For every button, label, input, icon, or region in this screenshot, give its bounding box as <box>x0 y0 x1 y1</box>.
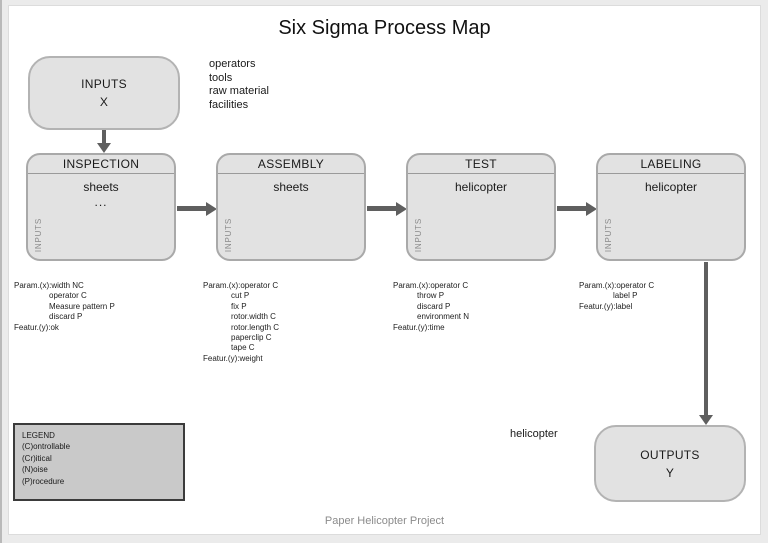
process-box-side-label: INPUTS <box>34 217 43 252</box>
process-box-side-label: INPUTS <box>604 217 613 252</box>
param-line: cut P <box>231 291 250 301</box>
input-resources-list: operators tools raw material facilities <box>209 58 269 112</box>
param-line: rotor.length C <box>231 322 280 332</box>
param-line: operator C <box>49 291 87 301</box>
process-box-title: LABELING <box>598 155 744 174</box>
param-line: discard P <box>49 312 83 322</box>
param-block-test: Param.(x):operator C throw P discard P e… <box>393 281 469 333</box>
footer-caption: Paper Helicopter Project <box>324 515 445 527</box>
arrow-inspection-to-assembly <box>177 201 217 216</box>
param-line: Param.(x):operator C <box>203 281 279 290</box>
param-line: Featur.(y):ok <box>14 322 59 332</box>
arrow-test-to-labeling <box>557 201 597 216</box>
param-line: Featur.(y):label <box>579 301 633 311</box>
process-box-side-label: INPUTS <box>224 217 233 252</box>
page-title: Six Sigma Process Map <box>278 17 491 39</box>
process-box-extra: ... <box>94 195 108 209</box>
param-block-assembly: Param.(x):operator C cut P fix P rotor.w… <box>203 281 279 364</box>
param-block-inspection: Param.(x):width NC operator C Measure pa… <box>14 281 115 333</box>
param-line: discard P <box>417 301 451 311</box>
param-line: Param.(x):operator C <box>579 281 655 290</box>
process-box-test: TEST helicopter INPUTS <box>406 153 556 261</box>
param-line: Measure pattern P <box>49 301 115 311</box>
process-box-item: sheets <box>83 180 119 194</box>
output-item-label: helicopter <box>510 428 558 440</box>
legend-title: LEGEND <box>22 431 55 440</box>
process-box-title: ASSEMBLY <box>218 155 364 174</box>
process-box-side-label: INPUTS <box>414 217 423 252</box>
outputs-node-variable: Y <box>665 465 675 480</box>
arrow-labeling-to-outputs <box>699 262 713 425</box>
inputs-node-variable: X <box>99 95 109 109</box>
window-left-edge <box>0 0 2 543</box>
param-line: rotor.width C <box>231 312 276 322</box>
param-line: tape C <box>231 343 255 353</box>
resource-item: tools <box>209 71 233 84</box>
process-box-inspection: INSPECTION sheets ... INPUTS <box>26 153 176 261</box>
arrow-inputs-to-inspection <box>97 130 111 153</box>
resource-item: operators <box>209 58 256 70</box>
param-line: Featur.(y):time <box>393 322 445 332</box>
resource-item: facilities <box>209 98 249 111</box>
inputs-node-label: INPUTS <box>81 77 127 91</box>
legend-item: (N)oise <box>22 465 48 475</box>
process-box-assembly: ASSEMBLY sheets INPUTS <box>216 153 366 261</box>
resource-item: raw material <box>209 85 269 97</box>
param-line: environment N <box>417 312 470 322</box>
legend-item: (P)rocedure <box>22 476 65 486</box>
param-line: Param.(x):width NC <box>14 281 84 290</box>
param-line: fix P <box>231 301 247 311</box>
process-box-item: sheets <box>273 180 309 194</box>
inputs-node: INPUTS X <box>28 56 180 130</box>
process-box-item: helicopter <box>644 180 698 194</box>
param-block-labeling: Param.(x):operator C label P Featur.(y):… <box>579 281 654 312</box>
arrow-assembly-to-test <box>367 201 407 216</box>
legend-box: LEGEND (C)ontrollable (Cr)itical (N)oise… <box>13 423 185 501</box>
process-map-canvas: Six Sigma Process Map INPUTS X operators… <box>8 5 761 535</box>
param-line: paperclip C <box>231 333 272 343</box>
process-box-title: INSPECTION <box>28 155 174 174</box>
process-box-title: TEST <box>408 155 554 174</box>
legend-item: (C)ontrollable <box>22 442 71 452</box>
param-line: throw P <box>417 291 445 301</box>
process-box-labeling: LABELING helicopter INPUTS <box>596 153 746 261</box>
legend-item: (Cr)itical <box>22 453 52 463</box>
outputs-node: OUTPUTS Y <box>594 425 746 502</box>
param-line: label P <box>613 291 638 301</box>
process-box-item: helicopter <box>454 180 508 194</box>
param-line: Param.(x):operator C <box>393 281 469 290</box>
outputs-node-label: OUTPUTS <box>640 447 700 462</box>
param-line: Featur.(y):weight <box>203 353 263 363</box>
